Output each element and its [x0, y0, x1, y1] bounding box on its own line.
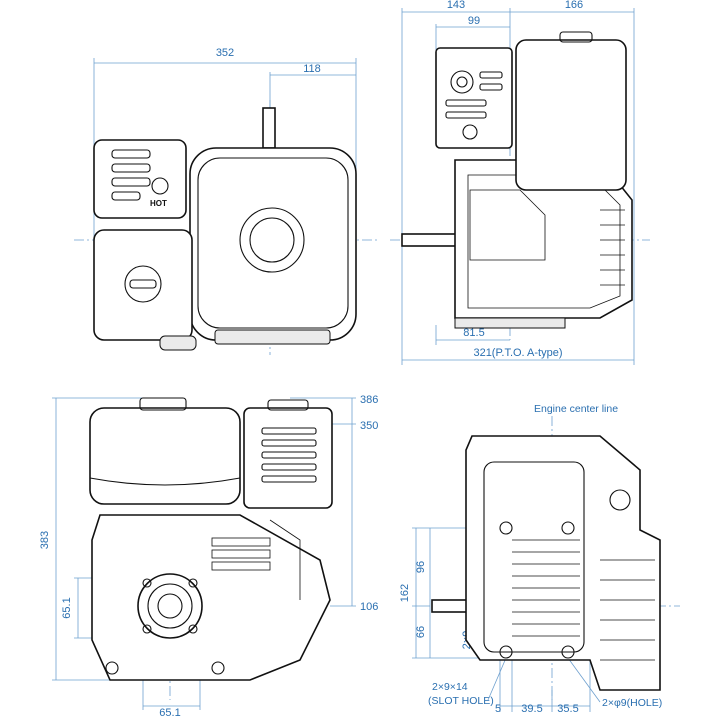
dim-35-5: 35.5	[557, 703, 578, 715]
dim-162: 162	[399, 584, 411, 602]
switch-knob	[151, 177, 169, 195]
side-fuel-tank	[515, 39, 627, 191]
side-base	[454, 317, 566, 329]
shaft	[262, 107, 276, 149]
side-shaft	[401, 233, 459, 247]
dim-321: 321(P.T.O. A-type)	[473, 347, 562, 359]
mount-hole-top-left	[499, 521, 513, 535]
pto-flange	[137, 573, 203, 639]
dim-99: 99	[468, 15, 480, 27]
cylinder-head	[469, 189, 546, 261]
rear-view: Engine center line 162 96 66 2×9 2×9×14 …	[399, 403, 680, 715]
dim-118: 118	[303, 63, 321, 75]
dim-65-1-vertical: 65.1	[61, 597, 73, 618]
rear-housing	[465, 435, 661, 691]
mount-slot-bottom-left	[499, 645, 513, 659]
dim-65-1-horizontal: 65.1	[159, 707, 180, 719]
mount-hole-top-right	[561, 521, 575, 535]
dim-66: 66	[415, 626, 427, 638]
rear-cover	[483, 461, 585, 653]
dim-96: 96	[415, 561, 427, 573]
dim-386: 386	[360, 394, 378, 406]
hole-label: 2×φ9(HOLE)	[602, 697, 662, 709]
air-cleaner	[93, 229, 197, 351]
dim-383: 383	[39, 531, 51, 549]
slot-hole-label: (SLOT HOLE)	[428, 695, 494, 707]
engine-center-line-label: Engine center line	[534, 403, 618, 415]
dim-106: 106	[360, 601, 378, 613]
dim-352: 352	[216, 47, 234, 59]
cooling-fins	[512, 539, 580, 637]
side-control-panel	[435, 47, 513, 149]
hot-label: HOT	[150, 199, 167, 208]
rear-view-dimensions: Engine center line 162 96 66 2×9 2×9×14 …	[399, 403, 680, 715]
top-view: 352 118 HOT	[74, 47, 380, 355]
dim-81-5: 81.5	[463, 327, 484, 339]
front-air-cleaner	[243, 399, 333, 509]
dim-5: 5	[495, 703, 501, 715]
control-box: HOT	[93, 139, 187, 219]
front-fuel-tank	[89, 397, 241, 505]
mount-hole-bottom-right	[561, 645, 575, 659]
slot-hole-count-label: 2×9×14	[432, 681, 468, 693]
front-view: 383 386 350 106 65.1 65.1	[39, 394, 378, 719]
dim-166: 166	[565, 0, 583, 11]
fuel-tank	[189, 147, 357, 345]
dim-143: 143	[447, 0, 465, 11]
front-crankcase	[91, 514, 331, 681]
side-view: 143 166 99 81.5 321(P.T.O. A-type)	[390, 0, 650, 365]
dim-350: 350	[360, 420, 378, 432]
dim-39-5: 39.5	[521, 703, 542, 715]
